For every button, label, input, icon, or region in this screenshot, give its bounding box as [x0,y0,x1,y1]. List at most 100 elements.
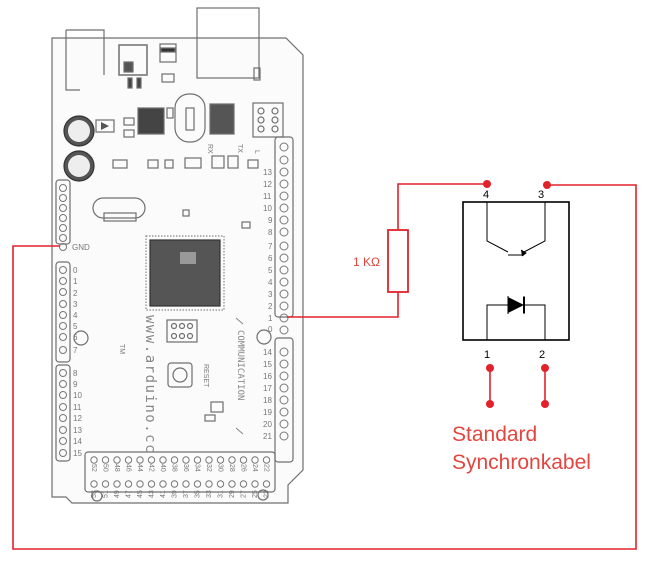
power-jack [65,29,105,91]
header-pin-hole [124,456,133,464]
transistor [486,202,546,256]
resistor [387,229,409,293]
pin-label: 8 [268,228,273,237]
header-pin-label: 29 [229,490,236,498]
pin-label: 3 [268,290,273,299]
left-pin-labels-a: 0 1 2 3 4 5 6 7 [73,266,78,355]
header-pin-label: 26 [240,464,247,472]
resistor-top-wire [397,183,487,230]
pin-label: 14 [263,348,272,357]
l-label: L [253,150,260,154]
reset-button [167,362,193,388]
left-pin-labels-b: 8 9 10 11 12 13 14 15 [73,369,82,458]
rx-label: RX [206,144,213,154]
pin-4-label: 4 [483,189,489,201]
header-pin-label: 42 [148,464,155,472]
pin-label: 4 [73,311,78,320]
gnd-wire [12,184,637,550]
header-pin-hole [147,480,156,488]
pin-label: 19 [263,408,272,417]
usb-connector [196,7,260,79]
pin-label: 15 [263,360,272,369]
pin-label: 20 [263,420,272,429]
pin-label: 2 [73,289,78,298]
pin-label: 16 [263,372,272,381]
pin-1-label: 1 [484,349,490,361]
pin-label: 13 [263,168,272,177]
tm-label: TM [118,344,125,354]
optocoupler-body [462,201,570,341]
website-label: www.arduino.cc [142,315,158,454]
header-pin-label: 33 [206,490,213,498]
ic-small [137,107,165,135]
header-pin-label: 40 [159,464,166,472]
pin-label: 21 [263,432,272,441]
header-pin-label: 52 [90,464,97,472]
crystal-main [92,197,146,219]
header-pin-hole [170,480,179,488]
header-pin-label: 31 [218,490,225,498]
header-pin-label: 30 [217,464,224,472]
connection-dot-pin3 [543,181,551,189]
bottom-header [84,451,276,493]
header-pin-hole [193,456,202,464]
header-pin-hole [90,456,98,464]
right-pin-labels-top: 13 12 11 10 9 8 [263,168,273,237]
header-pin-hole [136,480,144,488]
header-pin-hole [228,480,236,488]
header-pin-label: 35 [195,490,202,498]
pin-label: 17 [263,384,272,393]
arduino-board [51,7,304,504]
pin-label: 18 [263,396,272,405]
header-pin-hole [136,456,144,464]
connection-dot-pin4 [483,180,491,188]
pin-label: 14 [73,437,82,446]
header-pin-hole [262,480,271,488]
header-pin-label: 34 [194,464,201,472]
header-pin-hole [193,480,202,488]
header-pin-hole [205,456,213,464]
pin-label: 9 [268,216,273,225]
pin-label: 12 [73,414,82,423]
header-pin-hole [90,480,98,488]
pin-label: 10 [263,204,272,213]
pin-label: 7 [268,242,273,251]
header-pin-label: 51 [103,490,110,498]
right-pin-labels-comm: 14 15 16 17 18 19 20 21 [263,348,272,441]
header-pin-label: 50 [102,464,109,472]
header-pin-label: 23 [264,490,271,498]
reset-label: RESET [202,364,209,388]
connection-dot-cable1-top [486,364,494,372]
pin-label: 10 [73,391,82,400]
diode-triangle [508,297,524,313]
pin-2-label: 2 [539,349,545,361]
bottom-pin-holes [90,456,271,488]
gnd-label: GND [72,243,90,252]
pin-label: 7 [73,346,78,355]
optocoupler: 4 3 1 2 [462,189,570,361]
right-pin-labels-mid: 7 6 5 4 3 2 1 0 [268,242,273,334]
header-pin-hole [170,456,179,464]
header-pin-label: 27 [241,490,248,498]
header-pin-hole [216,480,225,488]
pin-label: 6 [73,333,78,342]
pin-label: 1 [268,314,273,323]
pin-3-label: 3 [538,189,544,201]
header-pin-hole [239,456,248,464]
header-pin-label: 32 [205,464,212,472]
pin-label: 12 [263,180,272,189]
header-pin-hole [159,480,167,488]
pin-label: 1 [73,277,78,286]
pin-label: 13 [73,426,82,435]
icsp-header-mid [166,319,198,343]
voltage-regulator [118,44,148,76]
header-pin-hole [262,456,271,464]
header-pin-label: 22 [263,464,270,472]
header-pin-label: 41 [160,490,167,498]
pin-label: 0 [73,266,78,275]
pin1-wire [287,292,399,318]
header-pin-hole [239,480,248,488]
right-pin-holes [279,142,289,441]
cable-label-line1: Standard [452,423,537,446]
